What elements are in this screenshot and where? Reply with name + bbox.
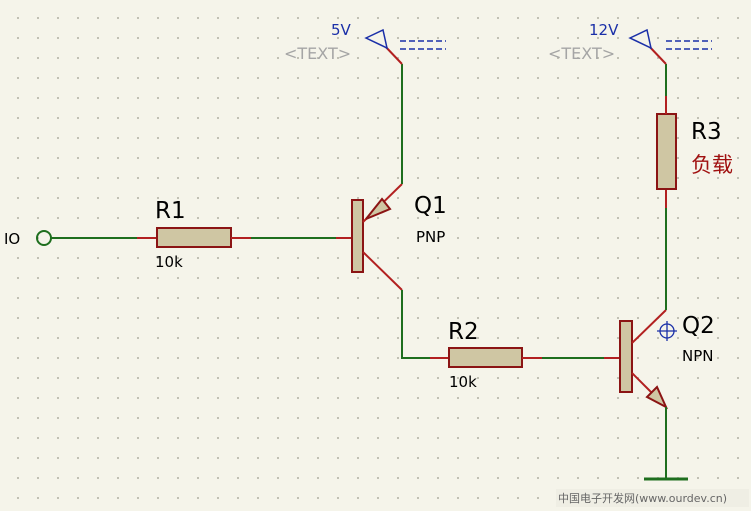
q1-collector-wire (401, 290, 430, 359)
resistor-r2[interactable] (430, 347, 542, 368)
rail-12v-text-placeholder: <TEXT> (548, 44, 615, 63)
r2-value-label: 10k (449, 373, 477, 391)
crosshair-cursor-icon (657, 321, 677, 341)
rail-5v-terminal[interactable] (364, 28, 446, 65)
io-label: IO (4, 230, 20, 248)
q1-emitter-arrow-icon (365, 197, 392, 220)
q2-emitter-arrow-icon (645, 385, 669, 410)
resistor-r1[interactable] (137, 227, 251, 248)
r1-value-label: 10k (155, 253, 183, 271)
transistor-q1[interactable] (336, 183, 403, 291)
rail-5v-text-placeholder: <TEXT> (284, 44, 351, 63)
io-terminal-icon[interactable] (36, 230, 52, 246)
r3-ref-label: R3 (691, 119, 722, 145)
q1-ref-label: Q1 (414, 193, 447, 219)
rail-5v-label: 5V (331, 21, 352, 39)
r1-ref-label: R1 (155, 198, 186, 224)
r2-ref-label: R2 (448, 319, 479, 345)
watermark-background (556, 489, 749, 507)
q1-type-label: PNP (416, 228, 445, 246)
rail-12v-terminal[interactable] (628, 28, 712, 65)
rail-12v-label: 12V (589, 21, 619, 39)
q2-ref-label: Q2 (682, 313, 715, 339)
transistor-q2[interactable] (604, 309, 669, 410)
r3-value-label: 负载 (691, 153, 733, 177)
q2-type-label: NPN (682, 347, 714, 365)
watermark-text: 中国电子开发网(www.ourdev.cn) (558, 491, 727, 505)
resistor-r3[interactable] (656, 96, 677, 208)
